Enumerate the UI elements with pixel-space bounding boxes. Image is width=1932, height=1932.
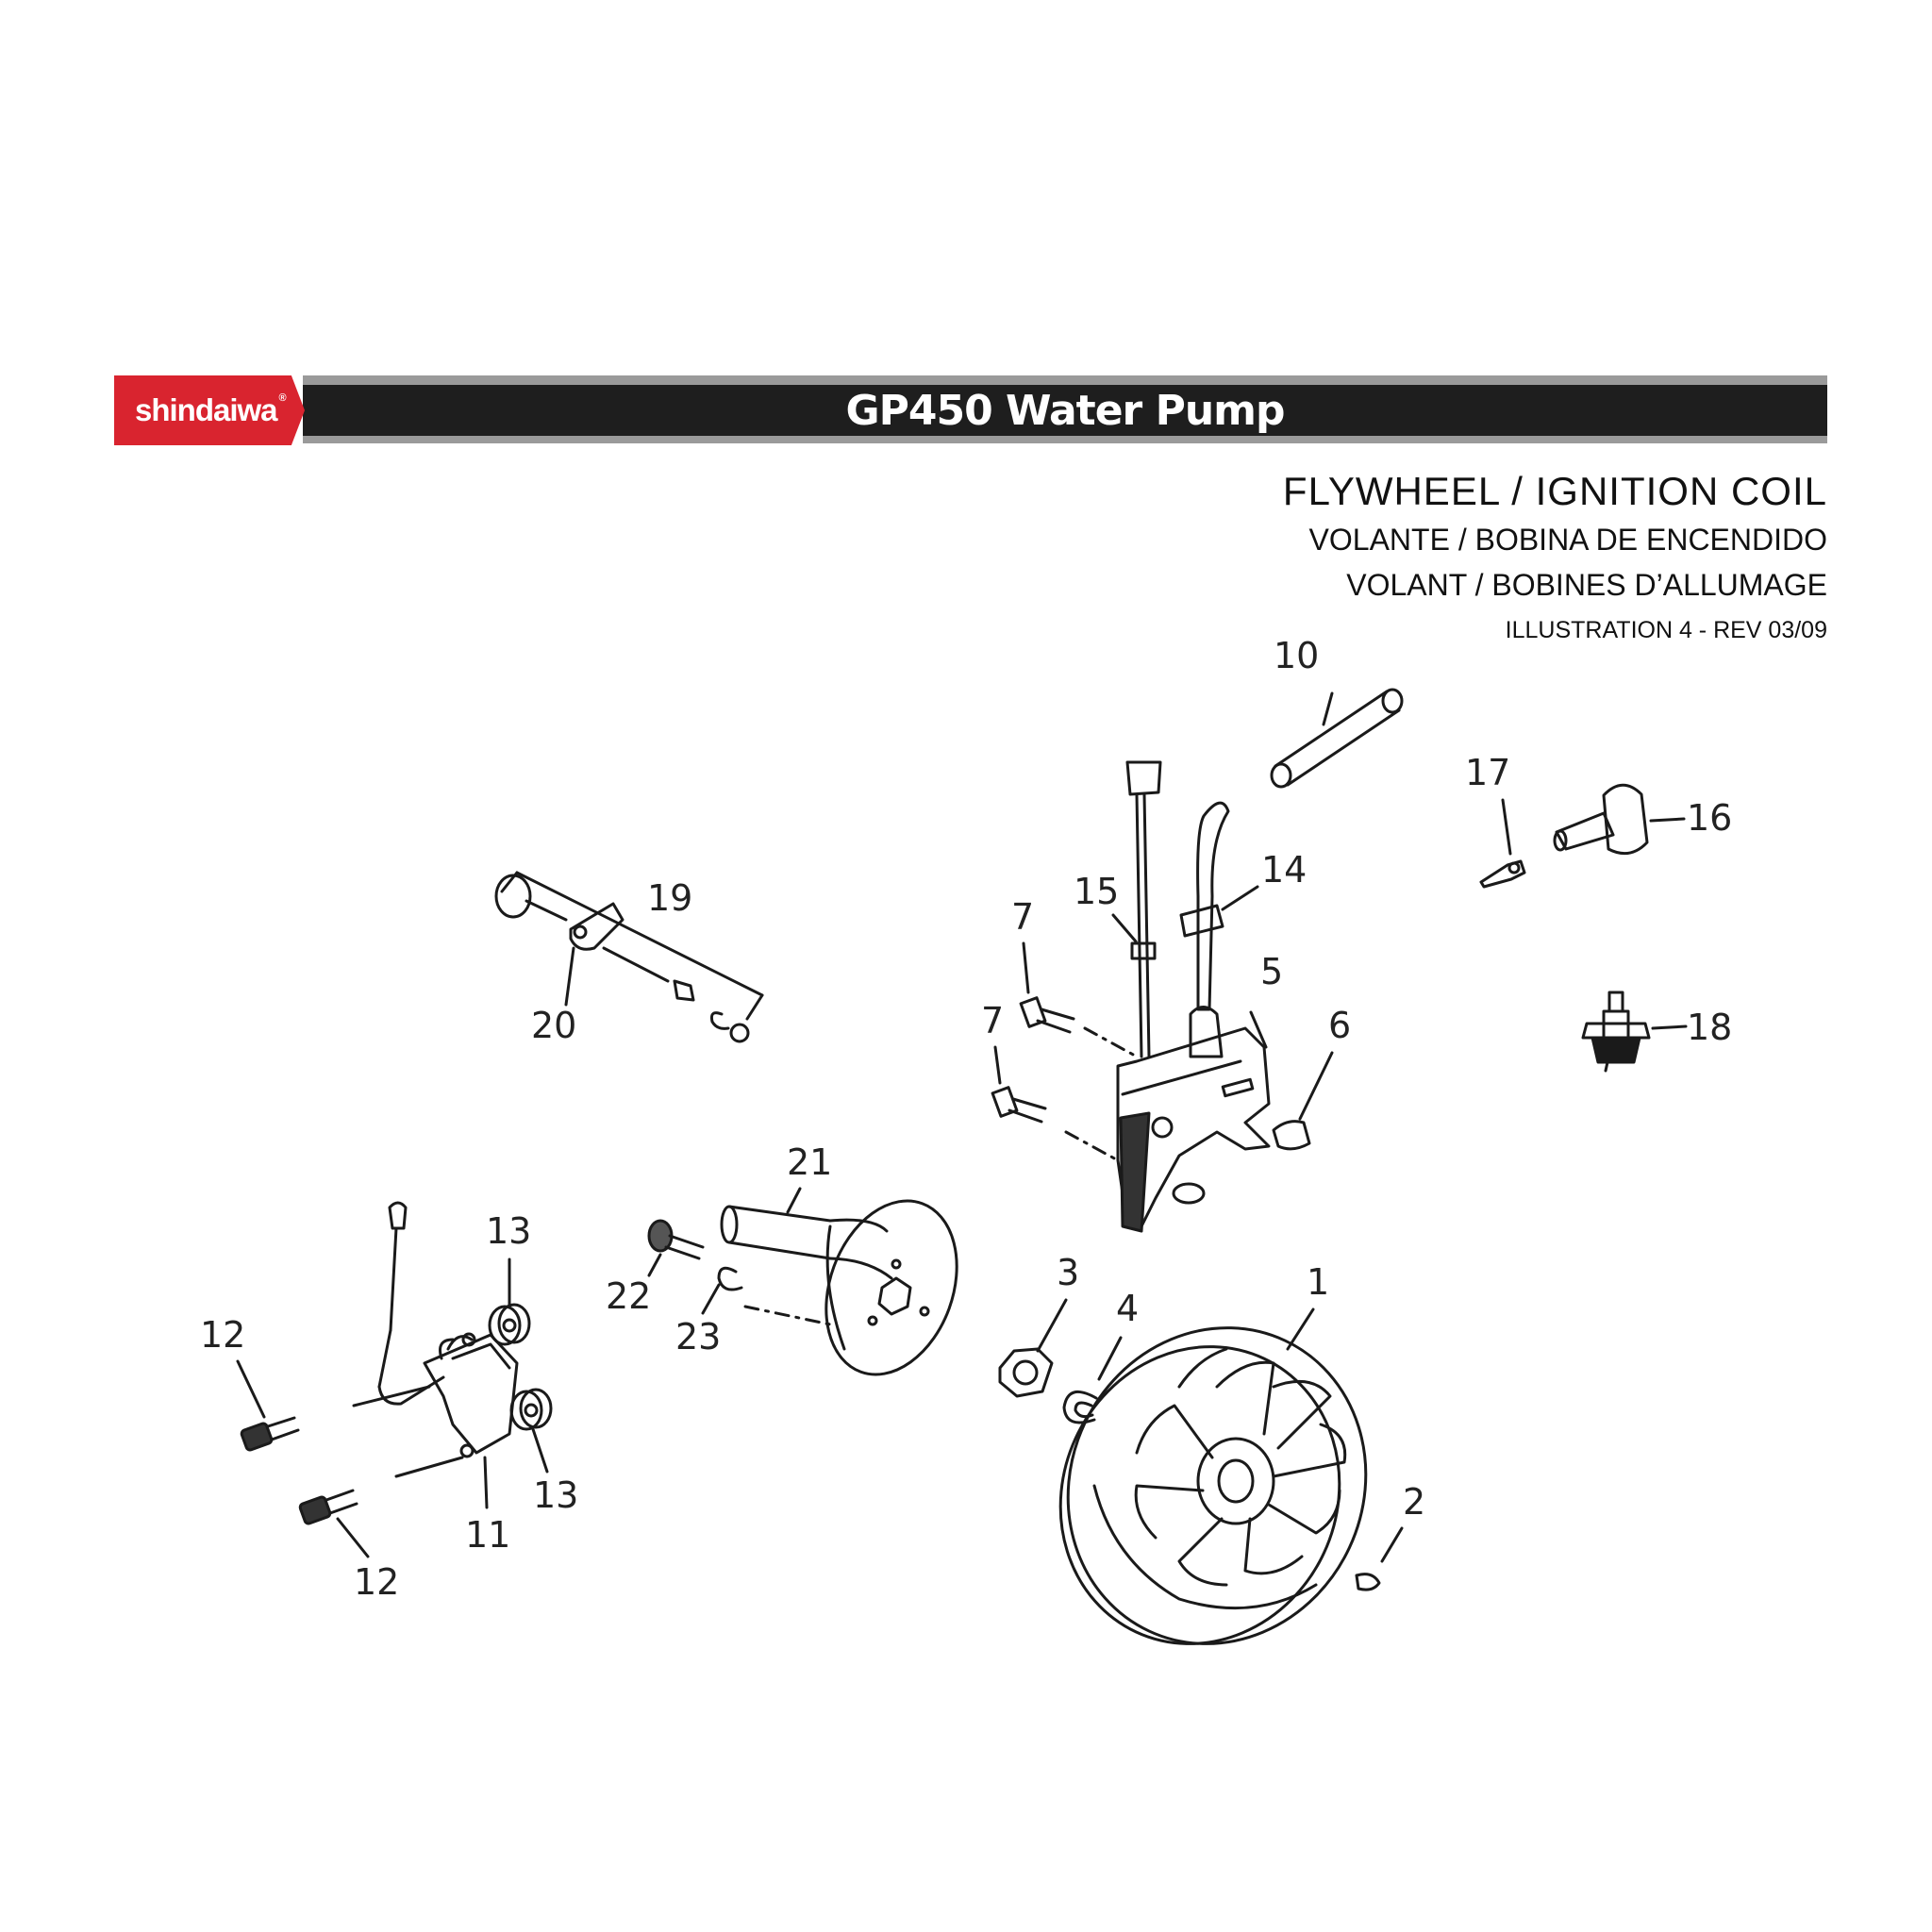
- leader-15: [1111, 913, 1138, 943]
- callout-6: 6: [1328, 1005, 1351, 1046]
- callout-21: 21: [787, 1141, 832, 1183]
- leader-6: [1298, 1051, 1334, 1121]
- callout-10: 10: [1274, 635, 1319, 676]
- brand-logo-text: shindaiwa®: [135, 392, 287, 427]
- axis-7-upper: [1083, 1026, 1139, 1058]
- leader-7-lower: [993, 1045, 1002, 1085]
- section-title-fr: VOLANT / BOBINES D’ALLUMAGE: [1346, 568, 1827, 602]
- callout-12-upper: 12: [200, 1314, 245, 1356]
- part-7-bolt-upper: [1019, 996, 1075, 1034]
- part-15-clip: [1130, 941, 1157, 960]
- callout-13-upper: 13: [486, 1210, 531, 1252]
- axis-7-lower: [1064, 1130, 1120, 1162]
- leader-17: [1501, 798, 1512, 856]
- leader-21: [786, 1187, 802, 1214]
- leader-22: [647, 1253, 662, 1277]
- part-19-stop-switch: [494, 871, 764, 1043]
- leader-7-upper: [1022, 941, 1030, 994]
- callout-22: 22: [606, 1275, 651, 1317]
- leader-12-upper: [236, 1359, 266, 1419]
- callout-18: 18: [1687, 1007, 1732, 1048]
- part-18-spark-plug: [1581, 991, 1651, 1073]
- part-17-terminal: [1479, 859, 1526, 889]
- leader-10: [1322, 691, 1334, 726]
- leader-1: [1286, 1307, 1315, 1351]
- part-12-screw-lower: [298, 1489, 358, 1525]
- leader-12-lower: [336, 1517, 370, 1558]
- page-title: GP450 Water Pump: [845, 387, 1286, 435]
- part-12-screw-upper: [240, 1416, 300, 1452]
- part-21-shaft-flange: [720, 1199, 958, 1376]
- callout-11: 11: [465, 1514, 510, 1556]
- part-10-tube: [1270, 688, 1404, 789]
- illustration-reference: ILLUSTRATION 4 - REV 03/09: [1505, 617, 1827, 643]
- callout-1: 1: [1307, 1261, 1329, 1303]
- leader-13-lower: [531, 1427, 549, 1474]
- part-13-spacer-upper: [488, 1303, 531, 1346]
- callout-7-upper: 7: [1011, 896, 1034, 938]
- leader-5: [1249, 1010, 1268, 1049]
- leader-16: [1649, 817, 1686, 823]
- callout-12-lower: 12: [354, 1561, 399, 1603]
- leader-11: [483, 1456, 489, 1509]
- axis-21: [743, 1305, 837, 1327]
- header-bar: shindaiwa® GP450 Water Pump: [114, 375, 1827, 445]
- part-7-bolt-lower: [991, 1086, 1047, 1124]
- callout-16: 16: [1687, 797, 1732, 839]
- callout-5: 5: [1260, 951, 1283, 992]
- section-title-en: FLYWHEEL / IGNITION COIL: [1282, 469, 1827, 513]
- part-3-nut: [998, 1347, 1054, 1398]
- part-13-spacer-lower: [509, 1388, 553, 1431]
- section-title-es: VOLANTE / BOBINA DE ENCENDIDO: [1308, 523, 1827, 557]
- callout-15: 15: [1074, 871, 1119, 912]
- callout-20: 20: [531, 1005, 576, 1046]
- part-22-bolt: [647, 1219, 705, 1260]
- callout-3: 3: [1057, 1252, 1079, 1293]
- leader-3: [1036, 1298, 1068, 1353]
- callout-19: 19: [647, 877, 692, 919]
- part-14-grommet: [1179, 904, 1224, 938]
- callout-23: 23: [675, 1316, 721, 1357]
- leader-14: [1221, 885, 1259, 911]
- part-23-ring: [717, 1266, 743, 1291]
- registered-mark: ®: [278, 392, 287, 404]
- part-5-ignition-module: [1116, 760, 1271, 1233]
- section-titles: FLYWHEEL / IGNITION COIL VOLANTE / BOBIN…: [1283, 466, 1827, 649]
- leader-2: [1380, 1526, 1404, 1563]
- leader-4: [1097, 1336, 1123, 1381]
- brand-logo: shindaiwa®: [114, 375, 305, 445]
- header-band: [303, 385, 1827, 436]
- callout-17: 17: [1465, 752, 1510, 793]
- part-4-lock-washer: [1062, 1390, 1098, 1424]
- leader-18: [1651, 1024, 1688, 1030]
- part-1-flywheel: [1058, 1326, 1368, 1645]
- header-bottom-stripe: [303, 436, 1827, 443]
- header-top-stripe: [303, 375, 1827, 385]
- callout-7-lower: 7: [981, 1000, 1004, 1041]
- part-6-washer: [1272, 1120, 1311, 1151]
- leader-20: [564, 946, 575, 1007]
- part-2-key: [1355, 1573, 1381, 1591]
- callout-14: 14: [1261, 849, 1307, 891]
- callout-13-lower: 13: [533, 1474, 578, 1516]
- callout-4: 4: [1116, 1288, 1139, 1329]
- callout-2: 2: [1403, 1481, 1425, 1523]
- leader-23: [701, 1283, 721, 1315]
- part-16-plug-boot: [1553, 783, 1649, 856]
